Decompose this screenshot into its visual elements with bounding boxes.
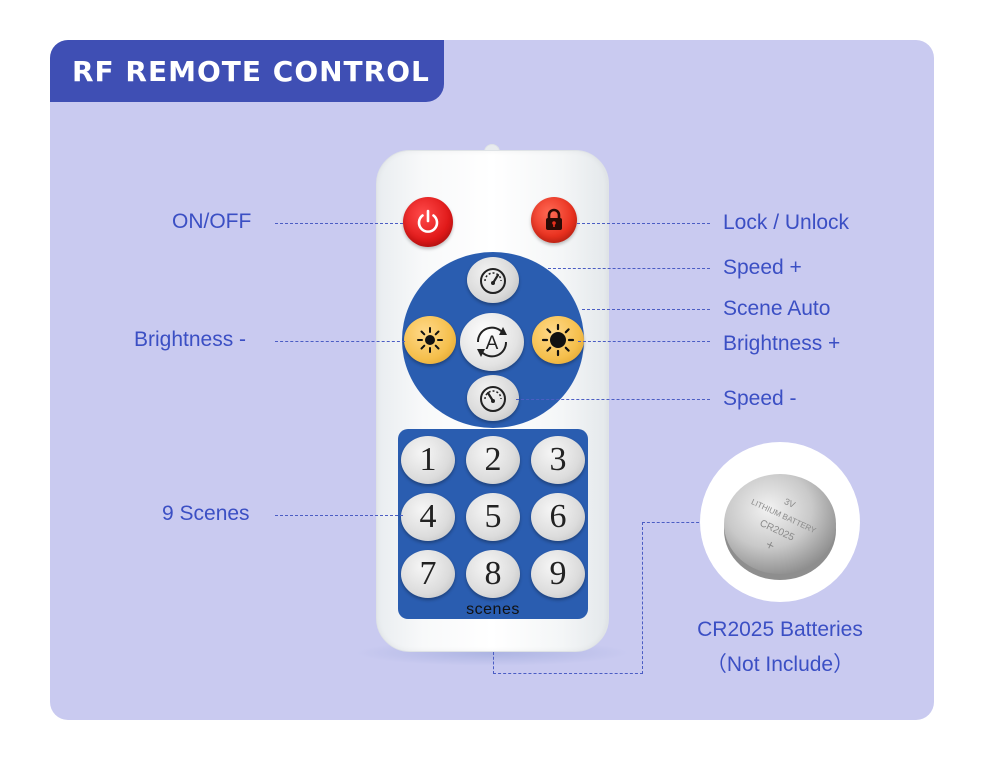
speedometer-icon [480, 386, 506, 412]
power-button[interactable] [403, 197, 453, 247]
scene-8-button[interactable]: 8 [466, 550, 520, 598]
page-title: RF REMOTE CONTROL [50, 40, 444, 102]
scene-3-button[interactable]: 3 [531, 436, 585, 484]
label-brightness-minus: Brightness - [134, 328, 247, 351]
scene-auto-button[interactable]: A [460, 313, 524, 371]
brightness-up-button[interactable] [532, 316, 584, 364]
label-lock-unlock: Lock / Unlock [723, 211, 850, 234]
leader-line-scene-auto [582, 309, 710, 310]
power-icon [417, 209, 439, 233]
coin-battery: 3V LITHIUM BATTERY CR2025 + [724, 474, 836, 580]
battery-caption-line1: CR2025 Batteries [697, 618, 863, 641]
sun-icon [417, 327, 443, 353]
leader-line-battery-bottom [493, 673, 643, 674]
leader-line-speed-minus [516, 399, 710, 400]
leader-line-speed-plus [548, 268, 710, 269]
battery-engraving-voltage: 3V [783, 496, 797, 510]
scene-1-button[interactable]: 1 [401, 436, 455, 484]
sun-icon [541, 323, 575, 357]
svg-text:A: A [486, 333, 499, 354]
speed-down-button[interactable] [467, 375, 519, 421]
speedometer-icon [480, 268, 506, 294]
leader-line-battery-up [642, 522, 643, 674]
label-speed-plus: Speed + [723, 256, 802, 279]
auto-cycle-icon: A [476, 326, 508, 358]
scenes-label: scenes [466, 601, 520, 618]
leader-line-battery-down [493, 652, 494, 674]
label-on-off: ON/OFF [172, 210, 252, 233]
leader-line-on-off [275, 223, 403, 224]
battery-caption-line2: （Not Include） [705, 653, 855, 676]
leader-line-brightness-minus [275, 341, 405, 342]
leader-line-nine-scenes [275, 515, 403, 516]
label-brightness-plus: Brightness + [723, 332, 841, 355]
scene-7-button[interactable]: 7 [401, 550, 455, 598]
leader-line-battery-top [642, 522, 704, 523]
label-nine-scenes: 9 Scenes [162, 502, 250, 525]
leader-line-brightness-plus [578, 341, 710, 342]
lock-button[interactable] [531, 197, 577, 243]
label-speed-minus: Speed - [723, 387, 797, 410]
speed-up-button[interactable] [467, 257, 519, 303]
scene-2-button[interactable]: 2 [466, 436, 520, 484]
scene-9-button[interactable]: 9 [531, 550, 585, 598]
label-scene-auto: Scene Auto [723, 297, 831, 320]
brightness-down-button[interactable] [404, 316, 456, 364]
scene-6-button[interactable]: 6 [531, 493, 585, 541]
lock-icon [546, 208, 562, 230]
scene-5-button[interactable]: 5 [466, 493, 520, 541]
leader-line-lock [577, 223, 710, 224]
scene-4-button[interactable]: 4 [401, 493, 455, 541]
